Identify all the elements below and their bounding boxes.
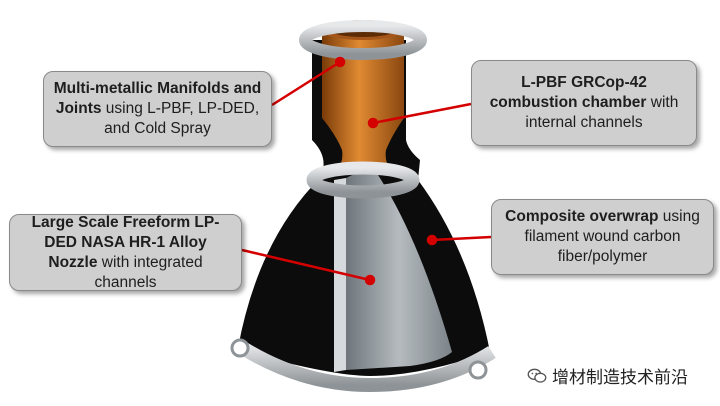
callout-combustion-chamber: L-PBF GRCop-42 combustion chamber with i… xyxy=(471,60,697,146)
exit-manifold-ring xyxy=(234,339,496,393)
throat-manifold-ring xyxy=(306,161,420,199)
leader-overwrap xyxy=(431,235,492,242)
top-manifold-ring xyxy=(299,20,427,60)
leader-lines xyxy=(241,56,492,286)
callout-nozzle: Large Scale Freeform LP-DED NASA HR-1 Al… xyxy=(9,214,242,291)
leader-chamber xyxy=(372,102,472,125)
leader-manifolds xyxy=(271,60,341,107)
nozzle-cut-face xyxy=(334,178,346,372)
nozzle-inner-surface xyxy=(346,171,452,370)
callout-manifolds: Multi-metallic Manifolds and Joints usin… xyxy=(43,71,272,147)
wechat-icon xyxy=(527,368,547,383)
watermark: 增材制造技术前沿 xyxy=(527,363,688,388)
watermark-text: 增材制造技术前沿 xyxy=(552,368,688,387)
callout-composite-overwrap: Composite overwrap using filament wound … xyxy=(491,199,714,275)
leader-nozzle xyxy=(241,248,371,282)
